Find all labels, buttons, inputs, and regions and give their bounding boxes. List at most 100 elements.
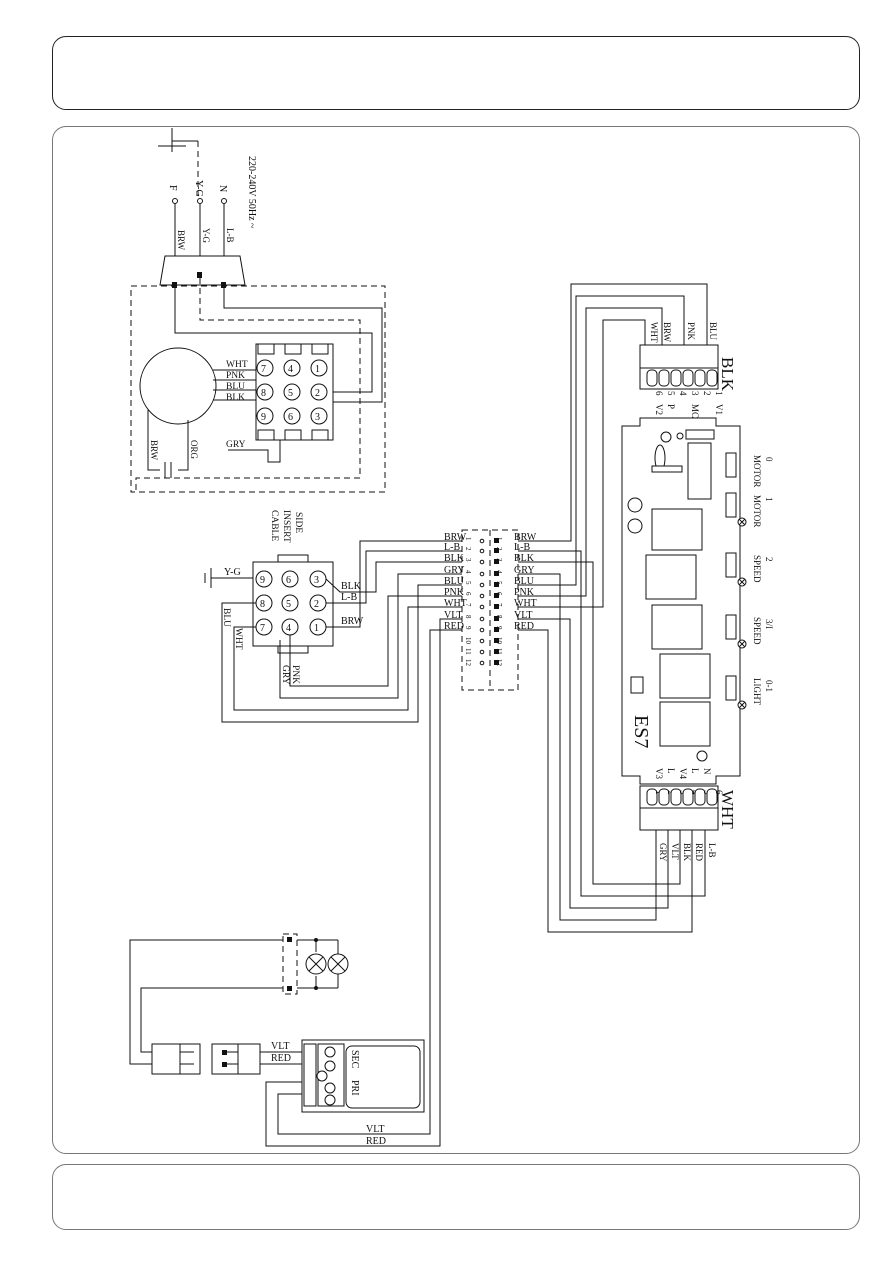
side-lead-GRY: GRY [280,665,290,685]
strip-right-label: PNK [514,587,535,598]
wht-pin-name: N [702,768,712,775]
strip-pin-hole [479,559,485,565]
key-switch[interactable] [725,492,737,518]
supply-wire-YG: Y-G [201,228,211,243]
strip-left-label: GRY [444,565,465,576]
led-icon [737,517,747,527]
strip-right-label: BLK [514,553,535,564]
strip-pin-hole [479,571,485,577]
lamp-connector [151,1043,261,1075]
motor-lead-GRY: GRY [226,440,246,450]
key-switch[interactable] [725,614,737,640]
strip-pin-hole [479,548,485,554]
blk-pin [682,369,694,387]
motor-pin-9: 9 [261,412,266,423]
led-icon [737,639,747,649]
strip-number-left: 3 [464,558,472,562]
motor-lead-BLU: BLU [226,382,245,392]
key-name: MOTOR [752,495,762,527]
strip-number-left: 11 [464,648,472,655]
motor-pin-1: 1 [315,364,320,375]
side-earth-label: Y-G [224,567,241,578]
strip-pin-hole [479,649,485,655]
motor-pin-5: 5 [288,388,293,399]
side-lead-PNK: PNK [290,665,300,684]
bottom-wire-RED: RED [366,1136,386,1147]
strip-pin-hole [479,582,485,588]
wht-wire-label: L-B [707,843,717,858]
side-pin-7: 7 [260,623,265,634]
mains-plug [159,255,246,286]
wht-pin [670,788,682,806]
side-insert-plug [252,554,334,654]
wht-pin-name: L [666,768,676,774]
strip-number-left: 7 [464,603,472,607]
led-icon [737,700,747,710]
strip-number-left: 8 [464,615,472,619]
strip-left-label: WHT [444,598,467,609]
wht-pin-name: L [690,768,700,774]
key-switch[interactable] [725,675,737,701]
led-icon [737,577,747,587]
earth-symbol-side [204,568,253,588]
side-lead-BLU: BLU [221,608,231,627]
key-number: 2 [764,557,774,562]
blk-pin-name: V2 [654,404,664,415]
earth-symbol-top [158,128,198,152]
motor-lead-WHT: WHT [226,360,248,370]
strip-left-label: PNK [444,587,465,598]
wht-wire-label: GRY [658,843,668,862]
supply-wire-LB: L-B [225,228,235,243]
strip-right-label: L-B [514,542,530,553]
strip-right-label: VLT [514,610,533,621]
side-cable-title-3: CABLE [269,510,279,541]
strip-number-left: 12 [464,659,472,667]
side-pin-6: 6 [286,575,291,586]
blk-wire-label: PNK [686,322,696,341]
strip-number-left: 6 [464,592,472,596]
board-name: ES7 [630,715,652,748]
motor-lead-ORG: ORG [189,440,199,460]
motor-terminal-block [255,343,334,441]
strip-pin-mark [494,660,499,665]
wht-pin [694,788,706,806]
key-switch[interactable] [725,452,737,478]
wht-pin [682,788,694,806]
blk-pin [646,369,658,387]
motor-pin-2: 2 [315,388,320,399]
supply-terminal-F: F [167,185,178,191]
strip-left-label: VLT [444,610,463,621]
strip-pin-mark [494,582,499,587]
blk-pin-number: 1 [714,391,724,396]
side-pin-8: 8 [260,599,265,610]
side-cable-title-2: INSERT [281,510,291,543]
side-pin-3: 3 [314,575,319,586]
strip-number-left: 4 [464,570,472,574]
motor-lead-PNK: PNK [226,371,245,381]
strip-right-label: BRW [514,532,537,543]
blk-pin [706,369,718,387]
side-cable-title-1: SIDE [293,512,303,533]
blk-pin [694,369,706,387]
strip-number-left: 1 [464,537,472,541]
blk-wire-label: BRW [662,322,672,343]
strip-left-label: L-B [444,542,460,553]
blk-pin-number: 6 [654,391,664,396]
key-switch[interactable] [725,552,737,578]
motor-icon [139,347,217,425]
key-name: LIGHT [752,678,762,705]
motor-pin-3: 3 [315,412,320,423]
strip-pin-mark [494,616,499,621]
key-number: 3/I [764,619,774,629]
blk-pin-name: V1 [714,404,724,415]
transformer-sec: SEC [349,1050,360,1069]
strip-left-label: BLK [444,553,465,564]
strip-pin-hole [479,616,485,622]
wht-wire-label: RED [694,843,704,862]
